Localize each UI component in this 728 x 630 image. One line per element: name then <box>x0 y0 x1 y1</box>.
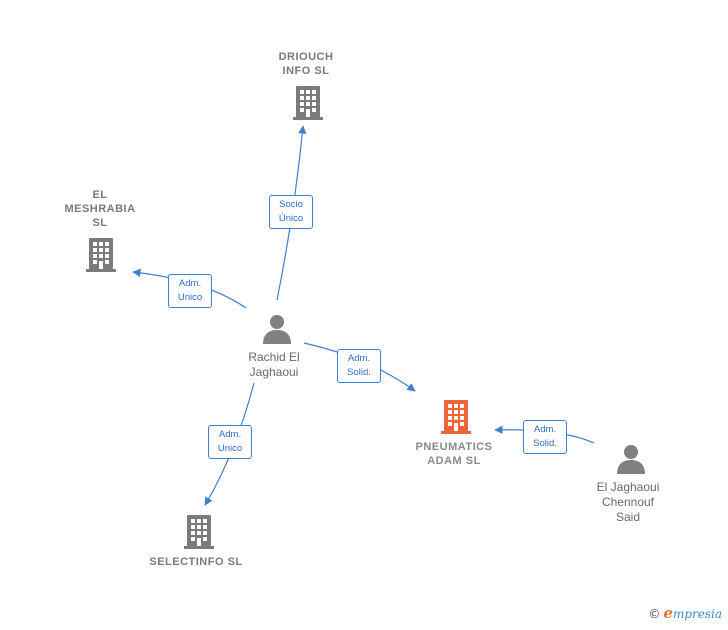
edge-label-adm-unico-selectinfo[interactable]: Adm. Unico <box>208 425 252 459</box>
edge-label-adm-solid-chennouf[interactable]: Adm. Solid. <box>523 420 567 454</box>
node-label-driouch[interactable]: DRIOUCH INFO SL <box>278 51 334 77</box>
copyright-icon: © <box>648 607 661 621</box>
person-icon[interactable] <box>263 315 291 344</box>
node-label-rachid[interactable]: Rachid El Jaghaoui <box>248 350 300 379</box>
node-label-chennouf[interactable]: El Jaghaoui Chennouf Said <box>596 480 660 524</box>
edge-label-socio-unico[interactable]: Socio Único <box>269 195 313 229</box>
brand-initial: e <box>663 604 673 622</box>
brand-name: mpresia <box>672 607 722 621</box>
empresia-watermark: ©empresia <box>648 604 722 622</box>
person-icon[interactable] <box>617 445 645 474</box>
building-icon[interactable] <box>184 515 214 549</box>
node-label-meshrabia[interactable]: EL MESHRABIA SL <box>64 189 136 229</box>
node-label-pneumatics[interactable]: PNEUMATICS ADAM SL <box>415 441 493 467</box>
node-label-selectinfo[interactable]: SELECTINFO SL <box>149 556 243 568</box>
edge-label-adm-unico-meshrabia[interactable]: Adm. Unico <box>168 274 212 308</box>
building-icon[interactable] <box>86 238 116 272</box>
building-icon[interactable] <box>293 86 323 120</box>
building-icon[interactable] <box>441 400 471 434</box>
edge-label-adm-solid-rachid[interactable]: Adm. Solid. <box>337 349 381 383</box>
